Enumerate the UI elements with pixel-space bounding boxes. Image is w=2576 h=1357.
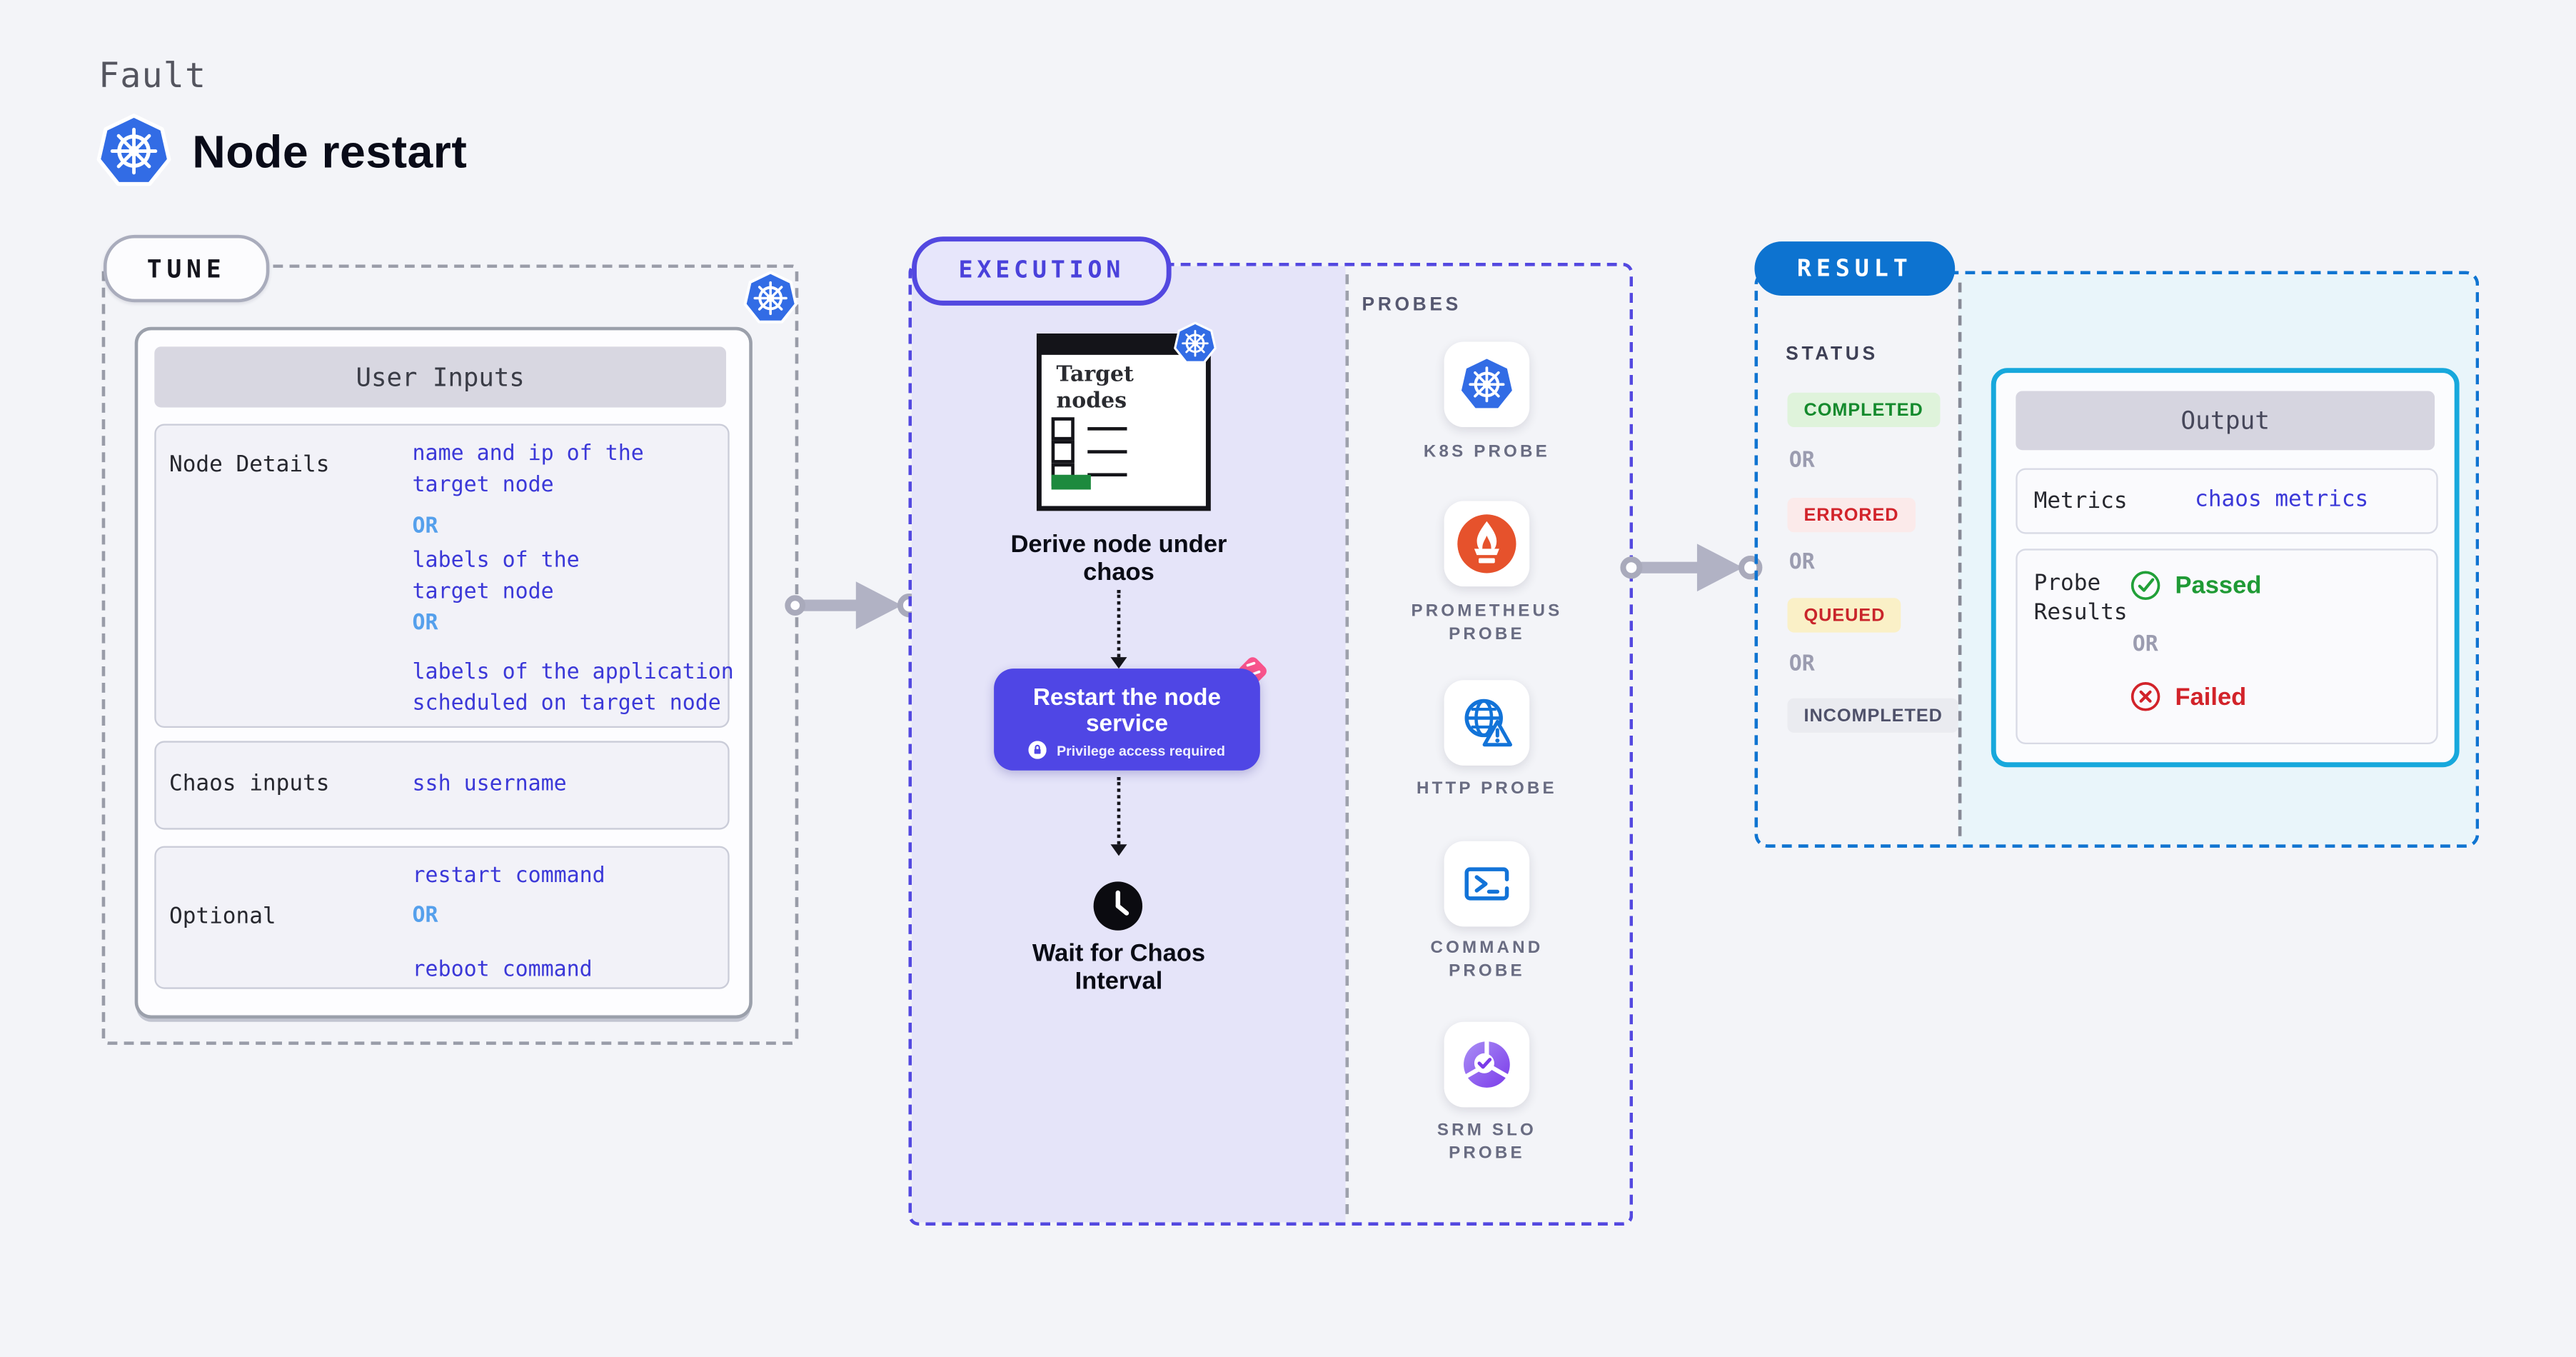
node-line — [1087, 426, 1127, 431]
derive-node-step: Derive node under chaos — [1010, 530, 1227, 587]
status-output-divider — [1958, 282, 1962, 836]
probes-heading: PROBES — [1362, 296, 1461, 316]
target-nodes-titlebar — [1040, 336, 1198, 355]
output-row-metrics: Metrics chaos metrics — [2016, 468, 2438, 534]
node-checkbox-row — [1051, 417, 1127, 441]
status-badge-queued: QUEUED — [1787, 598, 1902, 633]
flow-arrow-execution-to-result — [1620, 544, 1763, 592]
execution-section-label: EXECUTION — [912, 236, 1172, 306]
probe-card-srm-slo — [1444, 1021, 1530, 1108]
kubernetes-icon — [95, 111, 172, 190]
probe-card-k8s — [1444, 341, 1530, 428]
probes-panel: PROBES K8S PROBE PROMETHEUS PROBE — [1346, 266, 1630, 1223]
arrow-down-icon — [1110, 657, 1127, 669]
output-row-probe-results: Probe Results Passed OR Failed — [2016, 549, 2438, 744]
kubernetes-icon — [1173, 321, 1217, 366]
checkbox-icon — [1051, 417, 1075, 441]
status-badge-completed: COMPLETED — [1787, 392, 1940, 428]
user-inputs-card: User Inputs Node Details name and ip of … — [134, 326, 753, 1019]
wait-chaos-interval-step: Wait for Chaos Interval — [1032, 939, 1206, 996]
output-card: Output Metrics chaos metrics Probe Resul… — [1991, 368, 2460, 768]
row-value: reboot command — [412, 958, 593, 983]
row-label: Optional — [169, 903, 276, 930]
target-nodes-title: Target nodes — [1056, 363, 1134, 414]
row-value: restart command — [412, 863, 605, 889]
page-title: Node restart — [192, 126, 468, 178]
flow-connector — [1117, 776, 1121, 845]
status-badge-incompleted: INCOMPLETED — [1787, 698, 1959, 733]
table-row-chaos-inputs: Chaos inputs ssh username — [154, 741, 730, 830]
probe-card-command — [1444, 841, 1530, 927]
probe-card-prometheus — [1444, 501, 1530, 587]
probe-results-label: Probe Results — [2033, 570, 2128, 626]
execution-section: Target nodes Derive node under chaos Res… — [908, 263, 1634, 1226]
terminal-icon — [1464, 867, 1509, 901]
probe-result-failed: Failed — [2175, 682, 2247, 711]
or-separator: OR — [1788, 448, 1815, 474]
row-value: name and ip of the target node — [412, 441, 644, 498]
probes-divider — [1345, 274, 1349, 1214]
row-value: ssh username — [412, 772, 567, 797]
metrics-label: Metrics — [2033, 488, 2128, 514]
or-separator: OR — [412, 903, 438, 928]
http-globe-warning-icon — [1464, 698, 1513, 747]
kubernetes-icon — [743, 269, 798, 327]
srm-slo-icon — [1464, 1041, 1510, 1088]
or-separator: OR — [1788, 550, 1815, 576]
row-label: Node Details — [169, 451, 330, 479]
action-title: Restart the node service — [1032, 685, 1222, 738]
probe-card-http — [1444, 680, 1530, 766]
node-checkbox-row — [1051, 440, 1127, 464]
restart-node-service-step: Restart the node service Privilege acces… — [994, 669, 1260, 771]
prometheus-icon — [1457, 514, 1516, 574]
flow-arrow-tune-to-execution — [785, 581, 922, 629]
x-circle-icon — [2130, 682, 2160, 711]
check-circle-icon — [2130, 571, 2160, 601]
tune-section: User Inputs Node Details name and ip of … — [101, 264, 799, 1045]
user-inputs-header: User Inputs — [154, 346, 727, 408]
row-label: Chaos inputs — [169, 770, 330, 797]
probe-label: PROMETHEUS PROBE — [1411, 601, 1563, 644]
probe-result-passed: Passed — [2175, 571, 2262, 599]
checkbox-icon — [1051, 440, 1075, 464]
privilege-note: Privilege access required — [1057, 741, 1226, 758]
or-separator: OR — [412, 611, 438, 636]
node-line — [1087, 472, 1127, 477]
result-section-label: RESULT — [1754, 241, 1956, 296]
or-separator: OR — [1788, 652, 1815, 677]
progress-bar — [1051, 474, 1091, 490]
clock-icon — [1093, 881, 1143, 931]
lock-icon — [1028, 741, 1047, 759]
output-header: Output — [2016, 391, 2435, 451]
probe-label: HTTP PROBE — [1417, 778, 1557, 798]
target-nodes-box: Target nodes — [1036, 333, 1211, 511]
table-row-node-details: Node Details name and ip of the target n… — [154, 424, 734, 728]
probe-label: SRM SLO PROBE — [1437, 1120, 1536, 1163]
tune-section-label: TUNE — [103, 234, 270, 303]
flow-connector — [1117, 589, 1121, 658]
node-line — [1087, 449, 1127, 454]
status-heading: STATUS — [1786, 345, 1878, 365]
probe-label: COMMAND PROBE — [1430, 938, 1544, 981]
arrow-down-icon — [1110, 844, 1127, 856]
metrics-value: chaos metrics — [2195, 486, 2369, 513]
table-row-optional: Optional restart command OR reboot comma… — [154, 846, 730, 989]
row-value: labels of the application scheduled on t… — [412, 660, 734, 716]
or-separator: OR — [2132, 632, 2158, 658]
result-section: STATUS COMPLETED OR ERRORED OR QUEUED OR… — [1754, 271, 2480, 848]
status-badge-errored: ERRORED — [1787, 497, 1916, 533]
kubernetes-icon — [1457, 355, 1516, 414]
probe-label: K8S PROBE — [1423, 441, 1550, 462]
fault-eyebrow: Fault — [99, 56, 207, 96]
or-separator: OR — [412, 514, 438, 539]
row-value: labels of the target node — [412, 549, 580, 605]
